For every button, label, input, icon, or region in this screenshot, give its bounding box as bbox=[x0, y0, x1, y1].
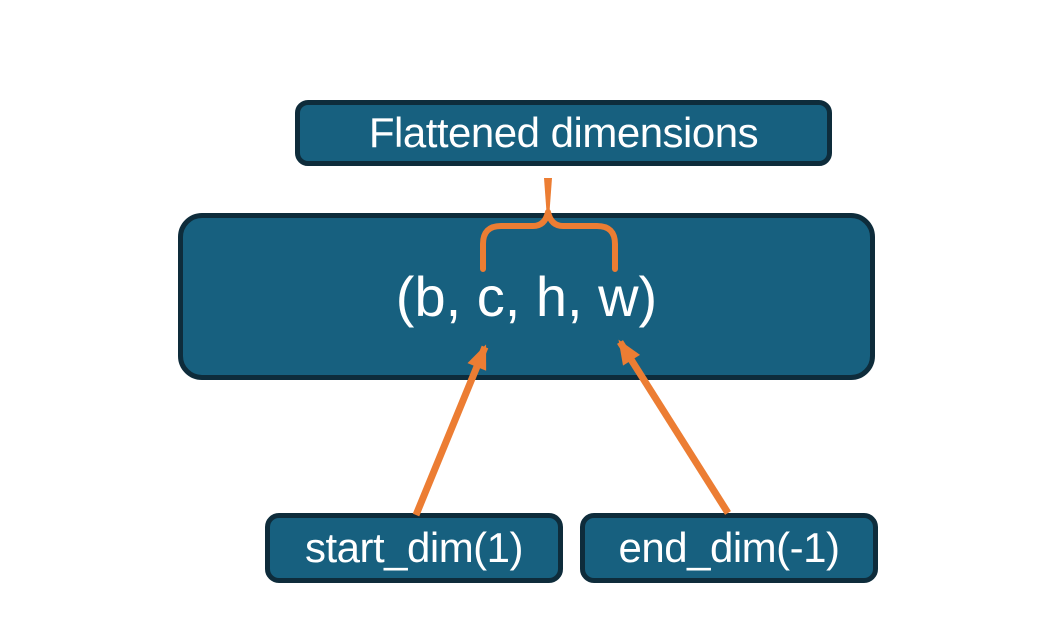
start-dim-box: start_dim(1) bbox=[265, 513, 563, 583]
flattened-dimensions-box: Flattened dimensions bbox=[295, 100, 832, 166]
end-dim-box: end_dim(-1) bbox=[580, 513, 878, 583]
start-dim-label: start_dim(1) bbox=[304, 524, 524, 571]
brace-stem bbox=[544, 178, 552, 212]
end-dim-label: end_dim(-1) bbox=[618, 524, 840, 571]
tensor-shape-label: (b, c, h, w) bbox=[395, 265, 658, 328]
flattened-dimensions-label: Flattened dimensions bbox=[368, 109, 759, 156]
tensor-shape-box: (b, c, h, w) bbox=[178, 213, 875, 380]
